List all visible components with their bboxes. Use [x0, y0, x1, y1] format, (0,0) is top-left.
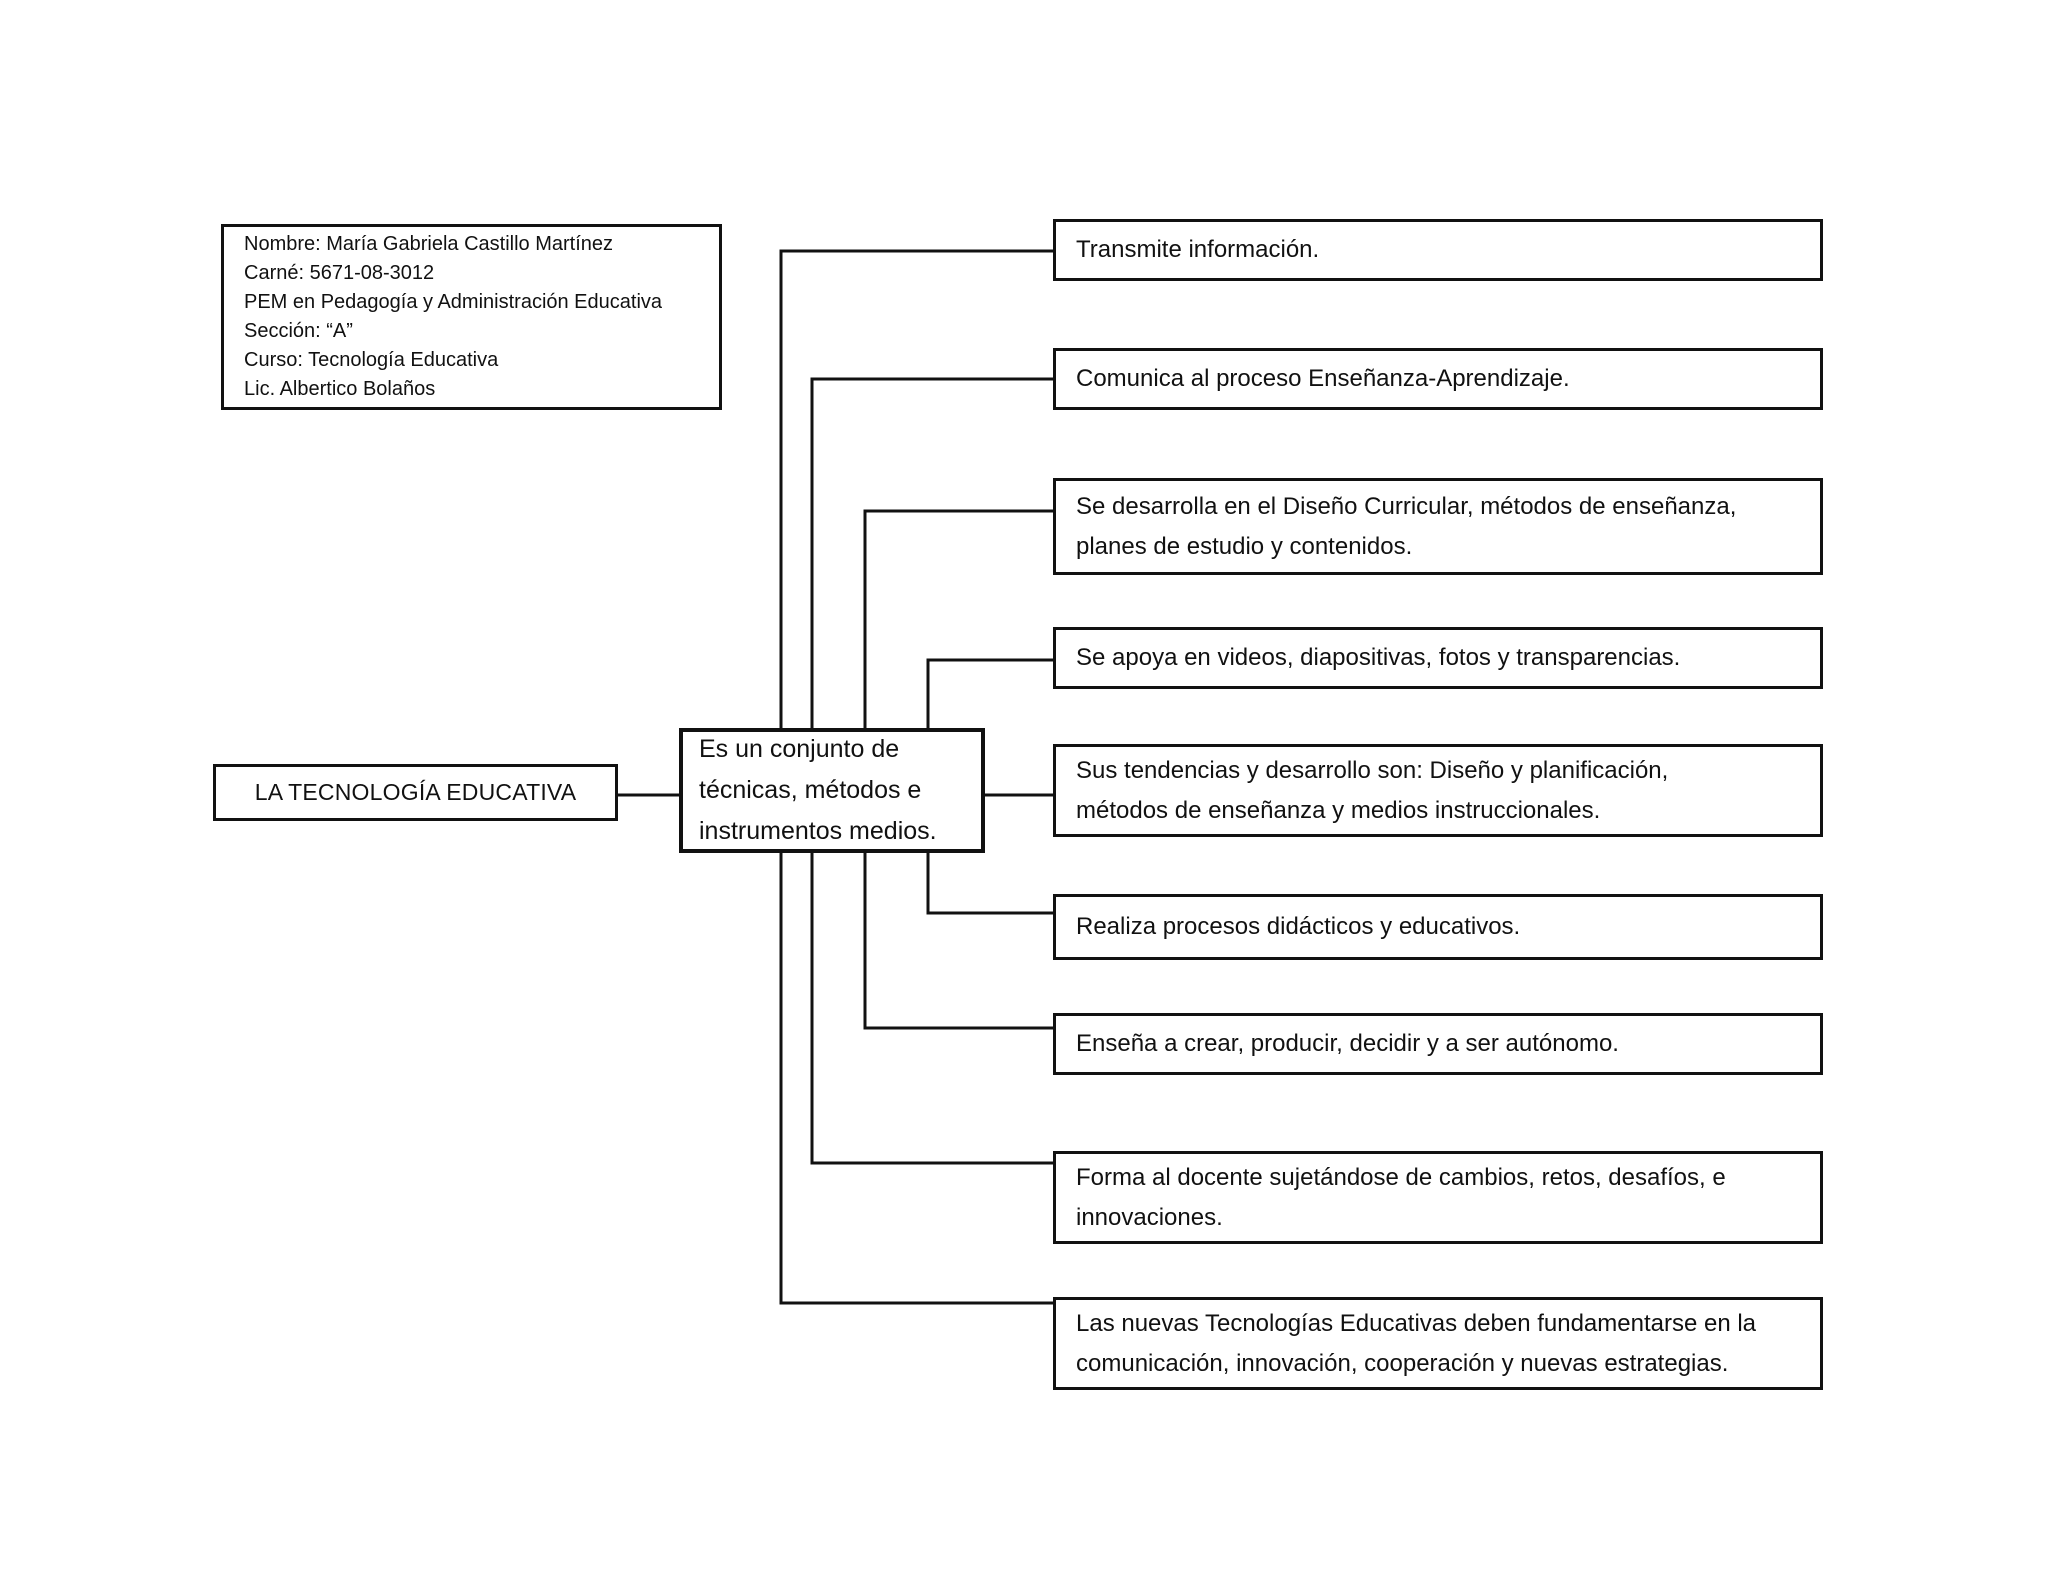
branch-text: Sus tendencias y desarrollo son: Diseño … [1076, 756, 1669, 824]
info-line-curso: Curso: Tecnología Educativa [244, 349, 499, 371]
branch-text: Las nuevas Tecnologías Educativas deben … [1076, 1309, 1757, 1377]
branch-box-se-desarrolla: Se desarrolla en el Diseño Curricular, m… [1053, 478, 1823, 575]
connector-branch-4 [926, 658, 1055, 730]
branch-box-realiza: Realiza procesos didácticos y educativos… [1053, 894, 1823, 960]
branch-box-transmite: Transmite información. [1053, 219, 1823, 281]
branch-text: Realiza procesos didácticos y educativos… [1076, 913, 1521, 940]
connector-branch-6 [926, 851, 1055, 915]
branch-text: Se desarrolla en el Diseño Curricular, m… [1076, 492, 1737, 560]
branch-box-se-apoya: Se apoya en videos, diapositivas, fotos … [1053, 627, 1823, 689]
branch-text: Se apoya en videos, diapositivas, fotos … [1076, 644, 1681, 671]
branch-text: Forma al docente sujetándose de cambios,… [1076, 1163, 1726, 1231]
info-line-carne: Carné: 5671-08-3012 [244, 262, 435, 284]
branch-text: Comunica al proceso Enseñanza-Aprendizaj… [1076, 365, 1570, 392]
connector-branch-2 [810, 377, 1055, 730]
branch-box-nuevas-tecnologias: Las nuevas Tecnologías Educativas deben … [1053, 1297, 1823, 1390]
root-topic-box: LA TECNOLOGÍA EDUCATIVA [213, 764, 618, 821]
root-topic-label: LA TECNOLOGÍA EDUCATIVA [254, 779, 577, 805]
connector-branch-1 [779, 249, 1055, 730]
branch-box-comunica: Comunica al proceso Enseñanza-Aprendizaj… [1053, 348, 1823, 410]
branch-box-ensena: Enseña a crear, producir, decidir y a se… [1053, 1013, 1823, 1075]
definition-box: Es un conjunto de técnicas, métodos e in… [679, 728, 985, 853]
connector-branch-8 [810, 851, 1055, 1165]
info-line-pem: PEM en Pedagogía y Administración Educat… [244, 291, 663, 313]
info-line-seccion: Sección: “A” [244, 320, 353, 342]
connector-branch-7 [863, 851, 1055, 1030]
definition-text: Es un conjunto de técnicas, métodos e in… [699, 735, 937, 845]
connector-branch-3 [863, 509, 1055, 730]
info-line-nombre: Nombre: María Gabriela Castillo Martínez [244, 233, 614, 255]
student-info-box: Nombre: María Gabriela Castillo Martínez… [221, 224, 722, 410]
branch-box-forma: Forma al docente sujetándose de cambios,… [1053, 1151, 1823, 1244]
connector-branch-9 [779, 851, 1055, 1305]
info-line-lic: Lic. Albertico Bolaños [244, 378, 436, 400]
branch-text: Transmite información. [1076, 236, 1320, 263]
branch-text: Enseña a crear, producir, decidir y a se… [1076, 1030, 1619, 1057]
branch-box-tendencias: Sus tendencias y desarrollo son: Diseño … [1053, 744, 1823, 837]
